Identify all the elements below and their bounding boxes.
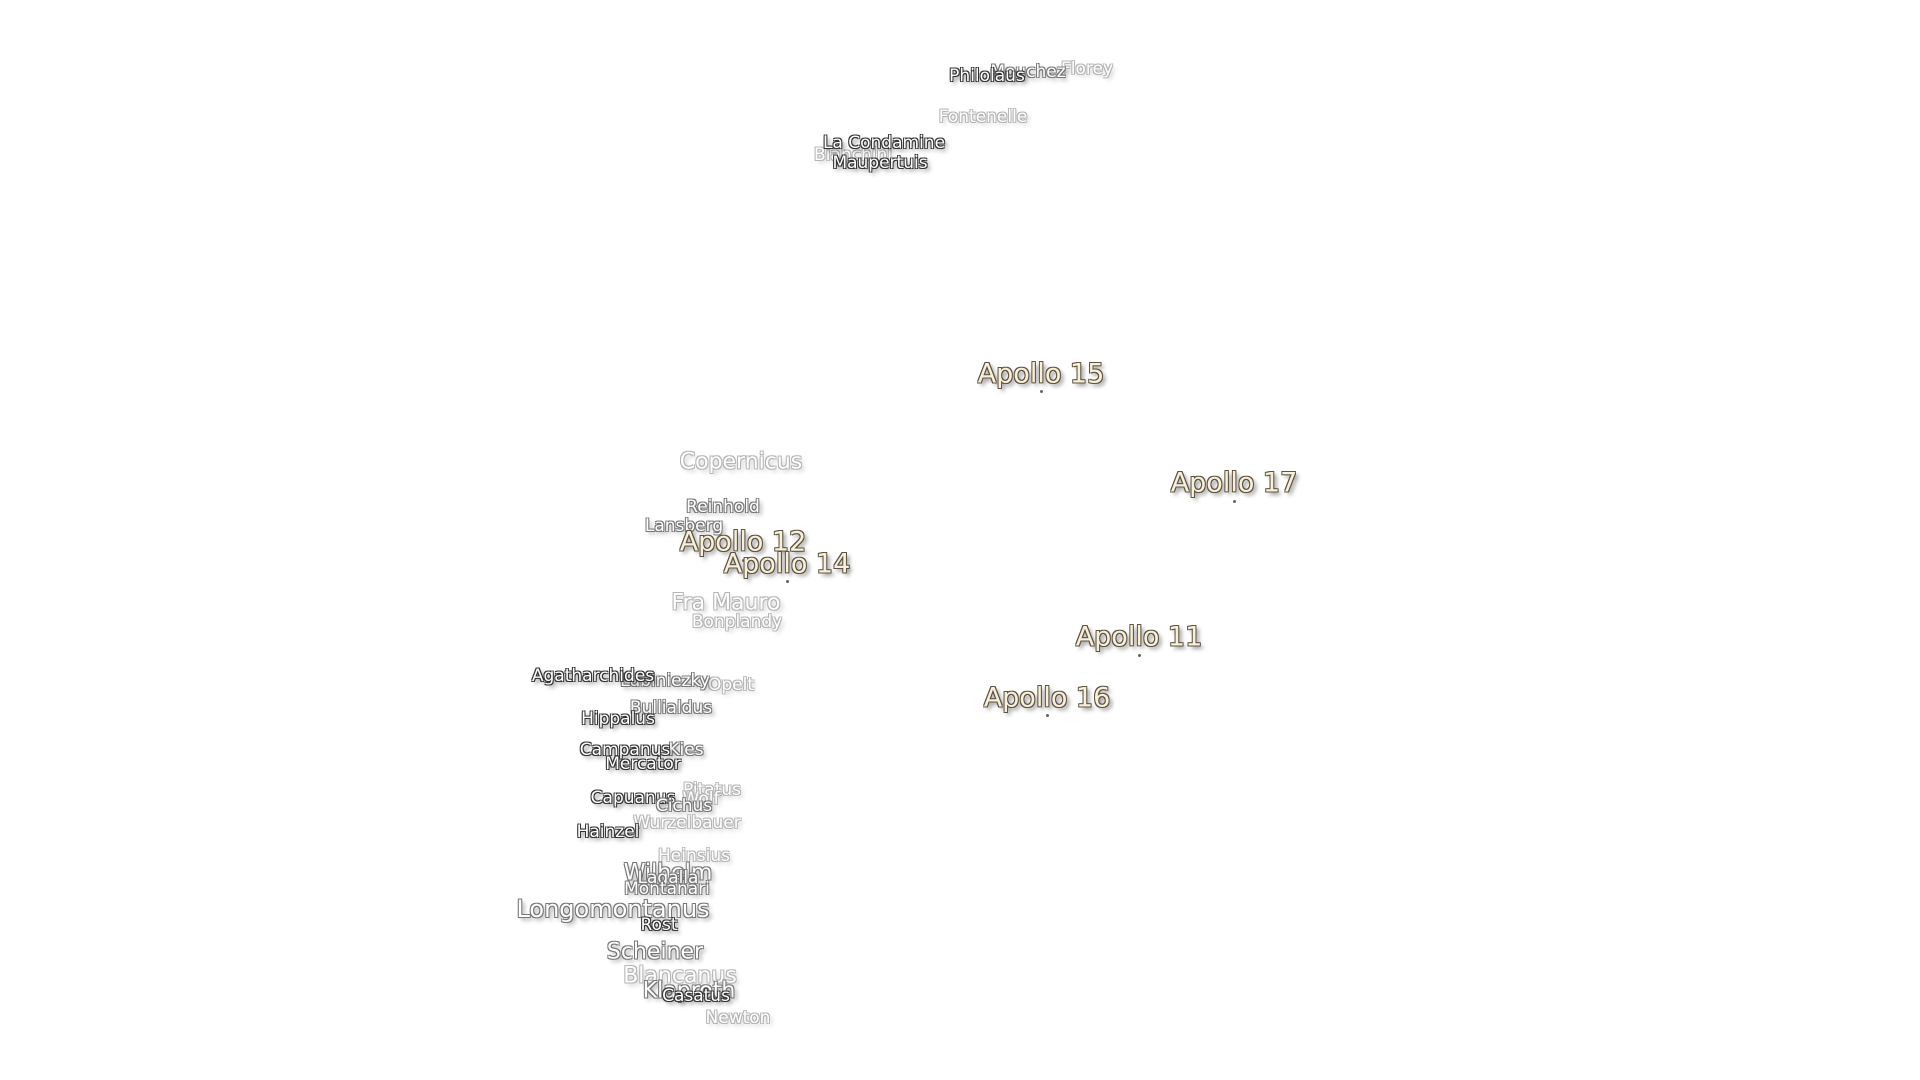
crater-label-agatharchides[interactable]: Agatharchides [531,666,655,686]
crater-label-campanus[interactable]: Campanus [579,740,671,760]
crater-label-kies[interactable]: Kies [668,740,704,760]
crater-label-philolaus[interactable]: Philolaus [949,66,1025,86]
apollo-12-label[interactable]: Apollo 12 [679,526,807,558]
crater-label-wurzelbauer[interactable]: Wurzelbauer [633,813,741,833]
crater-label-heinsius[interactable]: Heinsius [658,846,730,866]
crater-label-mercator[interactable]: Mercator [605,754,681,774]
crater-label-opelt[interactable]: Opelt [707,675,755,695]
crater-label-capuanus[interactable]: Capuanus [590,788,676,808]
crater-label-bonpland[interactable]: Bonpland [691,612,773,632]
crater-label-fra-mauro[interactable]: Fra Mauro [671,590,781,616]
crater-label-maupertuis[interactable]: Maupertuis [832,153,928,173]
crater-label-bullialdus[interactable]: Bullialdus [629,698,713,718]
apollo-12-site-marker[interactable] [741,558,745,562]
apollo-16-label[interactable]: Apollo 16 [983,682,1111,714]
crater-label-wilhelm[interactable]: Wilhelm [623,860,713,886]
crater-label-cichus[interactable]: Cichus [655,796,713,816]
crater-label-casatus[interactable]: Casatus [662,986,730,1006]
crater-label-hippalus[interactable]: Hippalus [581,709,655,729]
crater-label-rost[interactable]: Rost [640,915,678,935]
apollo-15-site-marker[interactable] [1039,389,1043,393]
crater-label-florey[interactable]: Florey [1060,59,1114,79]
apollo-11-label[interactable]: Apollo 11 [1075,621,1203,653]
crater-label-scheiner[interactable]: Scheiner [606,939,704,965]
crater-label-lubiniezky[interactable]: Lubiniezky [620,671,710,691]
apollo-15-label[interactable]: Apollo 15 [977,358,1105,390]
apollo-16-site-marker[interactable] [1045,713,1049,717]
crater-label-lansberg[interactable]: Lansberg [644,516,724,536]
crater-label-fontenelle[interactable]: Fontenelle [938,107,1028,127]
crater-label-newton[interactable]: Newton [705,1008,771,1028]
apollo-11-site-marker[interactable] [1137,653,1141,657]
apollo-17-label[interactable]: Apollo 17 [1170,467,1298,499]
crater-label-pitatus[interactable]: Pitatus [683,780,741,800]
apollo-14-site-marker[interactable] [785,579,789,583]
crater-label-la-condamine[interactable]: La Condamine [822,133,946,153]
crater-label-wolf[interactable]: Wolf [682,789,720,809]
apollo-17-site-marker[interactable] [1232,499,1236,503]
apollo-14-label[interactable]: Apollo 14 [723,548,851,580]
crater-label-klaproth[interactable]: Klaproth [642,978,736,1004]
crater-label-lagalla[interactable]: Lagalla [637,868,699,888]
crater-label-longomontanus[interactable]: Longomontanus [516,895,710,923]
crater-label-bianchini[interactable]: Bianchini [814,145,892,165]
crater-label-parry-fragment[interactable]: y [771,612,783,632]
crater-label-reinhold[interactable]: Reinhold [686,497,760,517]
crater-label-mouchez[interactable]: Mouchez [990,62,1066,82]
crater-label-montanari[interactable]: Montanari [624,879,710,899]
crater-label-hainzel[interactable]: Hainzel [576,822,640,842]
crater-label-copernicus[interactable]: Copernicus [679,449,803,475]
crater-label-blancanus[interactable]: Blancanus [623,963,737,989]
